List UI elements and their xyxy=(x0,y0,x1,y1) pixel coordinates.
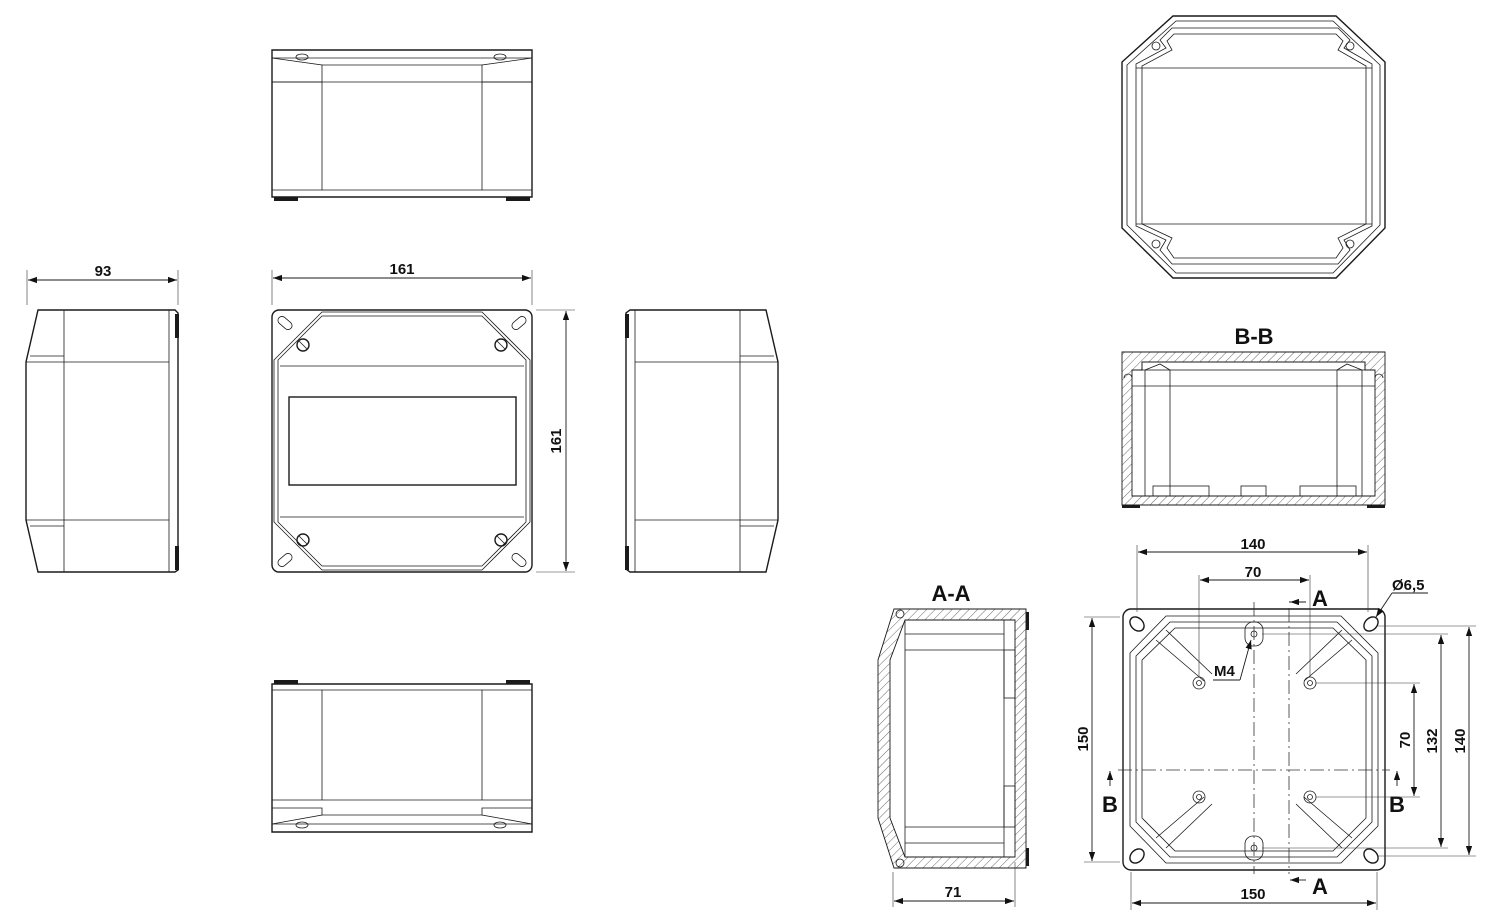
section-marker-b-left-label: B xyxy=(1102,792,1118,817)
thread-callout: M4 xyxy=(1213,639,1252,681)
front-height-label: 161 xyxy=(548,428,565,453)
section-aa-title: A-A xyxy=(931,581,970,606)
base-hole-spacing-140-dimension: 140 xyxy=(1136,536,1369,612)
side-depth-label: 93 xyxy=(95,263,112,280)
height-right-132-label: 132 xyxy=(1424,728,1441,753)
height-inner-right-label: 70 xyxy=(1397,732,1414,749)
front-view xyxy=(271,309,533,573)
base-height-70-dimension: 70 xyxy=(1316,682,1420,798)
section-marker-a-bottom-label: A xyxy=(1312,874,1328,899)
mounting-slot-icon xyxy=(277,316,527,567)
hole-diameter-callout: Ø6,5 xyxy=(1375,577,1428,618)
front-height-dimension: 161 xyxy=(536,309,575,573)
screw-icon xyxy=(296,338,508,547)
section-marker-b-right-label: B xyxy=(1389,792,1405,817)
base-height-132-dimension: 132 xyxy=(1262,633,1448,849)
section-marker-a-bottom: A xyxy=(1290,874,1328,899)
section-bb-view: B-B xyxy=(1121,324,1386,508)
section-aa-depth-label: 71 xyxy=(945,884,962,901)
top-view xyxy=(271,49,533,201)
thread-label: M4 xyxy=(1214,663,1235,680)
section-marker-a-top-label: A xyxy=(1312,586,1328,611)
hole-spacing-inner-top-label: 70 xyxy=(1245,564,1262,581)
width-bottom-label: 150 xyxy=(1240,886,1265,903)
left-side-view xyxy=(25,309,179,573)
section-bb-title: B-B xyxy=(1234,324,1273,349)
base-height-150-dimension: 150 xyxy=(1075,616,1120,863)
bottom-view xyxy=(271,680,533,833)
base-interior-view xyxy=(1118,602,1390,874)
hole-spacing-top-label: 140 xyxy=(1240,536,1265,553)
right-side-view xyxy=(625,309,779,573)
section-aa-view: A-A xyxy=(877,581,1029,869)
front-width-label: 161 xyxy=(389,261,414,278)
height-right-140-label: 140 xyxy=(1452,728,1469,753)
hole-diameter-label: Ø6,5 xyxy=(1392,577,1425,594)
section-marker-b-left: B xyxy=(1102,771,1118,817)
section-aa-depth-dimension: 71 xyxy=(892,862,1016,907)
mounting-hole-icon xyxy=(1129,616,1379,864)
section-marker-a-top: A xyxy=(1289,586,1328,611)
front-width-dimension: 161 xyxy=(271,261,533,305)
base-hole-spacing-70-dimension: 70 xyxy=(1198,564,1311,677)
base-height-140-dimension: 140 xyxy=(1378,625,1476,857)
height-left-label: 150 xyxy=(1075,726,1092,751)
side-depth-dimension: 93 xyxy=(26,263,179,305)
section-marker-b-right: B xyxy=(1389,771,1405,817)
lid-inner-view xyxy=(1121,15,1386,279)
base-width-150-dimension: 150 xyxy=(1130,872,1378,910)
